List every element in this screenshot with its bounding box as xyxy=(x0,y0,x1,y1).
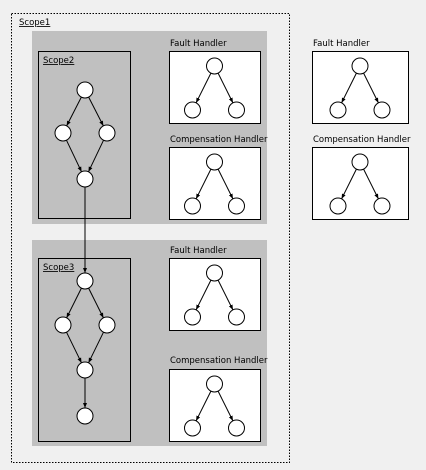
outer-fault-handler-left-edge xyxy=(341,72,357,104)
handler-trees xyxy=(169,51,409,442)
scope3-compensation-handler-box[interactable] xyxy=(169,369,261,442)
outer-compensation-handler-right-node[interactable] xyxy=(373,197,391,215)
scope3-fault-handler-root-node[interactable] xyxy=(206,264,223,282)
scope3-edge-right-merge xyxy=(88,331,104,364)
scope2-compensation-handler-left-edge xyxy=(195,168,212,200)
scope3-fault-handler-right-node[interactable] xyxy=(228,308,245,326)
scope2-fault-handler-label: Fault Handler xyxy=(170,39,227,49)
scope1-boundary[interactable] xyxy=(11,13,290,463)
scope3-label: Scope3 xyxy=(43,263,74,273)
scope2-fault-handler-right-node[interactable] xyxy=(228,101,245,119)
scope3-compensation-handler-label: Compensation Handler xyxy=(170,356,268,366)
scope3-fault-handler-right-edge xyxy=(217,279,234,311)
scope3-edge-start-right xyxy=(88,287,104,319)
scope3-end-node[interactable] xyxy=(76,407,94,425)
scope3-compensation-handler-left-edge xyxy=(195,390,212,422)
outer-compensation-handler-left-edge xyxy=(341,168,357,200)
scope2-edge-right-end xyxy=(88,140,104,172)
scope2-compensation-handler-right-node[interactable] xyxy=(228,197,245,215)
outer-compensation-handler-box[interactable] xyxy=(312,147,409,220)
scope3-right-node[interactable] xyxy=(98,316,116,334)
scope2-compensation-handler-label: Compensation Handler xyxy=(170,135,268,145)
scope2-start-node[interactable] xyxy=(76,81,94,99)
scope2-compensation-handler-right-edge xyxy=(217,168,234,200)
scope3-compensation-handler-root-node[interactable] xyxy=(206,375,223,393)
scope2-end-node[interactable] xyxy=(76,170,94,188)
outer-fault-handler-box[interactable] xyxy=(312,51,409,124)
outer-compensation-handler-root-node[interactable] xyxy=(351,153,369,171)
scope3-edge-start-left xyxy=(66,287,82,319)
outer-fault-handler-left-node[interactable] xyxy=(329,101,347,119)
scope2-left-node[interactable] xyxy=(54,124,72,142)
scope3-fault-handler-left-edge xyxy=(195,279,212,311)
scope3-fault-handler-label: Fault Handler xyxy=(170,246,227,256)
scope3-fault-handler-box[interactable] xyxy=(169,258,261,331)
scope2-fault-handler-left-node[interactable] xyxy=(184,101,201,119)
scope-flows xyxy=(54,81,116,425)
scope3-left-node[interactable] xyxy=(54,316,72,334)
outer-fault-handler-right-node[interactable] xyxy=(373,101,391,119)
scope3-fault-handler-left-node[interactable] xyxy=(184,308,201,326)
scope2-fault-handler-box[interactable] xyxy=(169,51,261,124)
scope2-compensation-handler-box[interactable] xyxy=(169,147,261,220)
scope3-compensation-handler-left-node[interactable] xyxy=(184,419,201,437)
scope2-edge-left-end xyxy=(66,140,82,172)
scope3-merge-node[interactable] xyxy=(76,361,94,379)
outer-fault-handler-label: Fault Handler xyxy=(313,39,370,49)
outer-fault-handler-right-edge xyxy=(363,72,379,104)
scope3-compensation-handler-right-edge xyxy=(217,390,234,422)
scope2-compensation-handler-root-node[interactable] xyxy=(206,153,223,171)
scope2-label: Scope2 xyxy=(43,56,74,66)
scope3-compensation-handler-right-node[interactable] xyxy=(228,419,245,437)
scope2-compensation-handler-left-node[interactable] xyxy=(184,197,201,215)
scope2-fault-handler-root-node[interactable] xyxy=(206,57,223,75)
scope2-fault-handler-right-edge xyxy=(217,72,234,104)
outer-compensation-handler-right-edge xyxy=(363,168,379,200)
scope3-start-node[interactable] xyxy=(76,272,94,290)
scope3-edge-left-merge xyxy=(66,331,82,364)
scope2-right-node[interactable] xyxy=(98,124,116,142)
scope2-edge-start-left xyxy=(66,96,82,127)
scope2-edge-start-right xyxy=(88,96,104,127)
outer-compensation-handler-label: Compensation Handler xyxy=(313,135,411,145)
outer-fault-handler-root-node[interactable] xyxy=(351,57,369,75)
scope1-label: Scope1 xyxy=(19,18,50,28)
scope2-fault-handler-left-edge xyxy=(195,72,212,104)
outer-compensation-handler-left-node[interactable] xyxy=(329,197,347,215)
